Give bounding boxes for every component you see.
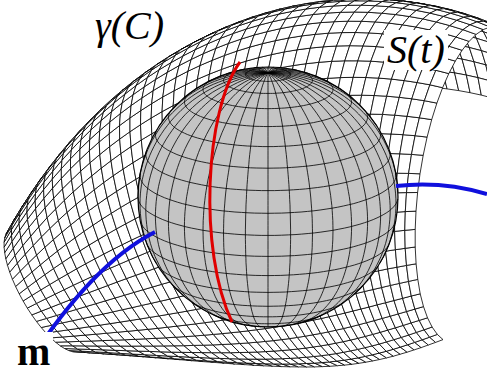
surface-cell (409, 279, 421, 296)
sphere (138, 67, 398, 327)
curve-m (396, 184, 487, 194)
sphere-grid-line (268, 73, 377, 127)
surface-cell (415, 118, 432, 137)
sphere-grid-line (262, 67, 268, 73)
sphere-grid-line (203, 73, 268, 325)
surface-cell (424, 85, 442, 103)
surface-cell (405, 247, 416, 265)
sphere-grid-line (268, 73, 352, 323)
surface-cell (484, 32, 487, 47)
sphere-grid-line (268, 73, 291, 327)
surface-cell (405, 211, 416, 230)
sphere-grid-line (224, 73, 269, 326)
sphere-grid-line (155, 73, 268, 311)
sphere-grid-line (140, 73, 268, 264)
sphere-grid-line (184, 73, 268, 323)
sphere-grid-line (268, 73, 333, 325)
surface-cell (412, 136, 428, 156)
curve-label: m (14, 332, 53, 372)
sphere-grid-line (138, 73, 268, 197)
surface-cell (395, 230, 406, 249)
sphere-body (138, 67, 398, 327)
curve-label: γ(C) (92, 6, 167, 46)
sphere-grid-line (268, 73, 368, 319)
sphere-grid-line (245, 73, 268, 327)
surface-cell (411, 294, 423, 309)
sphere-grid-line (209, 71, 268, 81)
surface-cell (407, 264, 418, 282)
sphere-grid-line (268, 72, 347, 94)
surface-cell (419, 101, 437, 120)
surface-cell (474, 62, 487, 81)
sphere-grid-line (159, 73, 268, 127)
sphere-grid-line (146, 73, 268, 297)
sphere-grid-line (268, 73, 398, 192)
surface-cell (395, 248, 406, 267)
surface-label: S(t) (384, 30, 448, 70)
surface-cell (409, 154, 424, 173)
gamma-curve (210, 62, 240, 322)
surface-cell (478, 78, 487, 98)
surface-cell (486, 65, 487, 84)
sphere-grid-line (254, 68, 268, 73)
surface-cell (405, 229, 415, 248)
sphere-grid-line (268, 73, 313, 326)
surface-cell (405, 193, 417, 212)
sphere-grid-line (268, 73, 269, 327)
swept-surface (4, 0, 487, 367)
surface-cell (484, 21, 487, 28)
